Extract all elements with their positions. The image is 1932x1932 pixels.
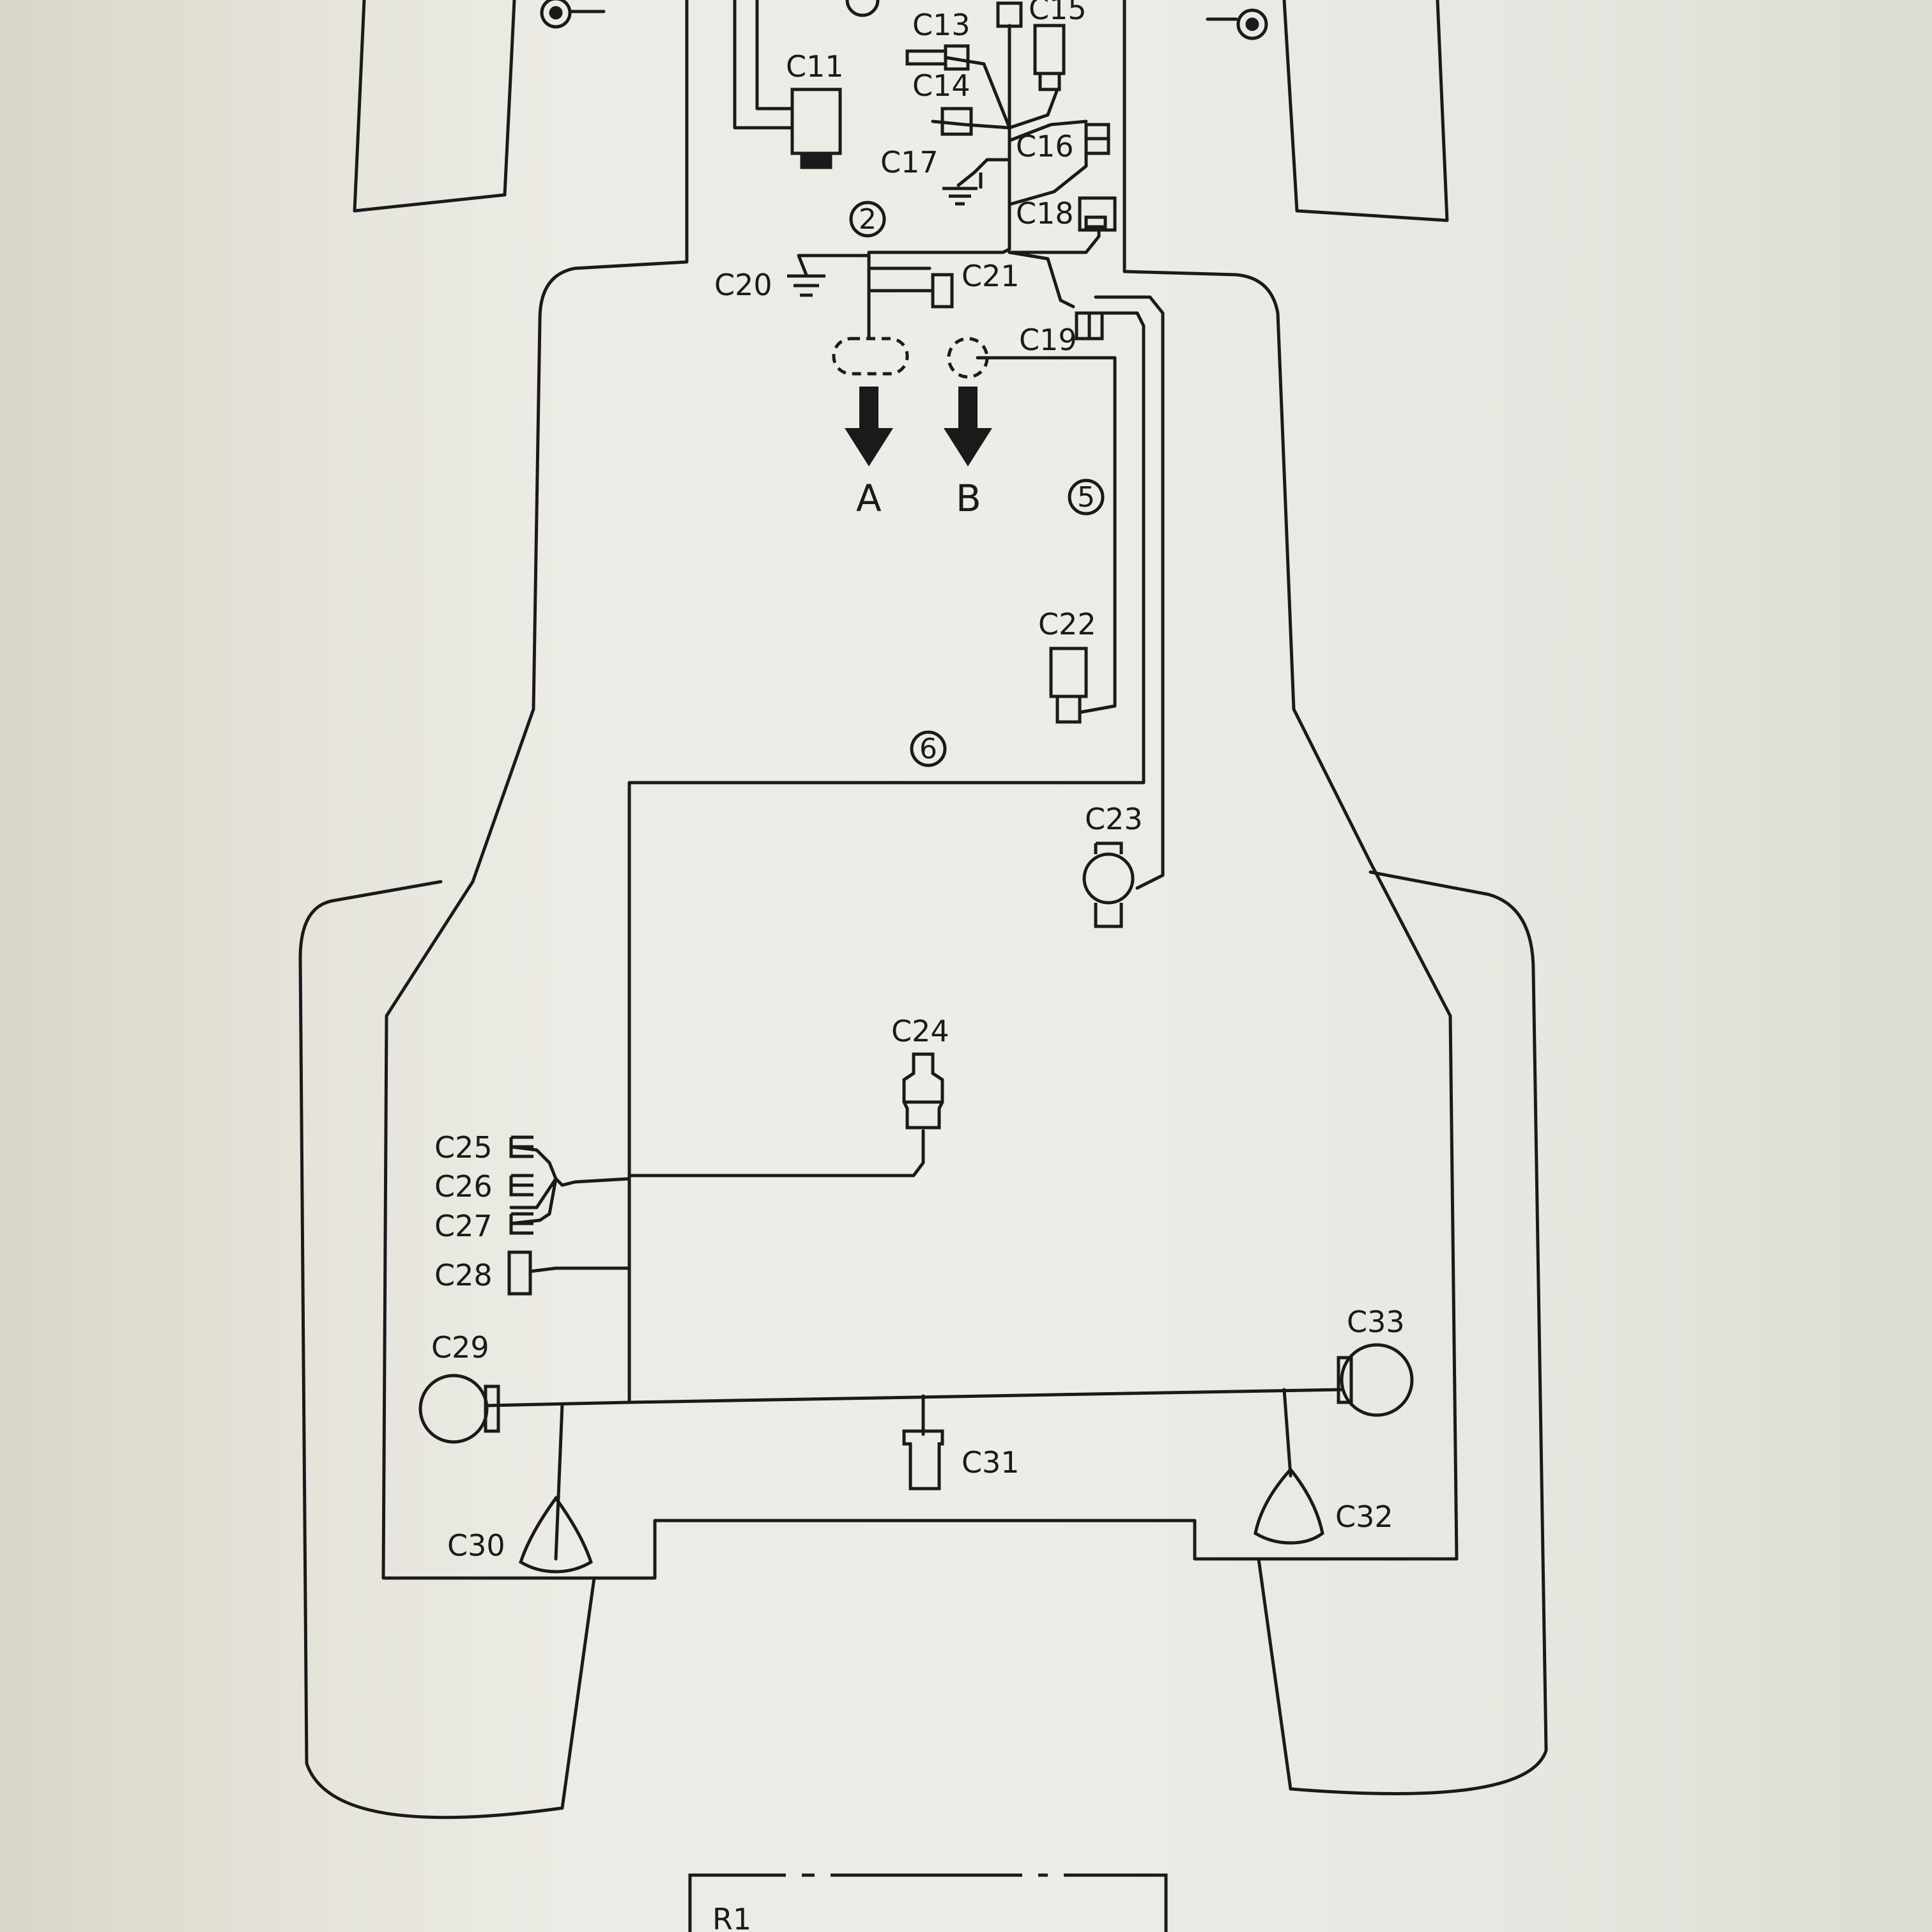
connector-a-dashed bbox=[832, 337, 909, 376]
label-c27: C27 bbox=[434, 1209, 493, 1243]
component-c23 bbox=[1082, 852, 1135, 905]
label-c15: C15 bbox=[1029, 0, 1087, 26]
connector-c22 bbox=[1049, 647, 1088, 698]
connector-c16 bbox=[1084, 123, 1110, 155]
bulb-c24 bbox=[902, 1052, 944, 1130]
connector-c13 bbox=[905, 44, 970, 71]
lamp-c32 bbox=[1254, 1467, 1324, 1545]
label-c28: C28 bbox=[434, 1258, 493, 1292]
label-c13: C13 bbox=[912, 8, 970, 42]
footer-box-label: R1 bbox=[712, 1902, 751, 1932]
arrow-b-icon bbox=[944, 387, 992, 466]
label-c14: C14 bbox=[912, 68, 970, 103]
lamp-c29 bbox=[418, 1374, 489, 1444]
connector-c12-partial bbox=[996, 1, 1023, 28]
connector-c25 bbox=[509, 1135, 533, 1158]
label-c31: C31 bbox=[962, 1445, 1020, 1480]
connector-c18 bbox=[1078, 196, 1117, 232]
harness-6-circle bbox=[910, 730, 947, 767]
ground-c17 bbox=[942, 172, 983, 206]
label-c25: C25 bbox=[434, 1130, 493, 1165]
connector-c19 bbox=[1075, 311, 1104, 341]
rear-left-wheel bbox=[298, 880, 596, 1820]
front-right-wheel bbox=[1282, 0, 1449, 222]
front-left-hub-icon bbox=[540, 0, 572, 29]
label-c32: C32 bbox=[1335, 1499, 1393, 1534]
label-c19: C19 bbox=[1019, 323, 1077, 357]
label-c11: C11 bbox=[786, 49, 844, 84]
connector-c31 bbox=[902, 1429, 944, 1491]
footer-box-r1 bbox=[688, 1873, 1168, 1932]
label-c30: C30 bbox=[447, 1528, 505, 1563]
label-c21: C21 bbox=[962, 259, 1020, 293]
connector-c21 bbox=[931, 273, 954, 309]
harness-5-circle bbox=[1068, 479, 1105, 516]
connector-c14 bbox=[940, 107, 973, 136]
arrow-a-icon bbox=[845, 387, 893, 466]
label-c17: C17 bbox=[880, 145, 939, 180]
connector-b-dashed bbox=[947, 337, 989, 379]
connector-c28 bbox=[507, 1250, 532, 1296]
vehicle-body-outline bbox=[381, 0, 1459, 1580]
label-c23: C23 bbox=[1085, 802, 1143, 836]
front-right-hub-icon bbox=[1236, 8, 1268, 40]
arrow-a-label: A bbox=[856, 477, 882, 520]
label-c16: C16 bbox=[1016, 129, 1074, 164]
harness-6-number: 6 bbox=[919, 733, 937, 765]
label-c20: C20 bbox=[714, 268, 772, 302]
connector-c26 bbox=[509, 1174, 533, 1197]
harness-top-circle bbox=[845, 0, 880, 17]
front-left-wheel bbox=[353, 0, 516, 213]
harness-2-circle bbox=[849, 201, 886, 238]
connector-c11 bbox=[790, 88, 842, 155]
harness-2-number: 2 bbox=[859, 203, 877, 236]
harness-5-number: 5 bbox=[1077, 481, 1095, 514]
label-c29: C29 bbox=[431, 1330, 489, 1365]
label-c24: C24 bbox=[891, 1014, 949, 1048]
connector-c15 bbox=[1033, 24, 1066, 75]
arrow-b-label: B bbox=[956, 477, 981, 520]
label-c22: C22 bbox=[1038, 607, 1096, 641]
label-c26: C26 bbox=[434, 1169, 493, 1204]
rear-right-wheel bbox=[1257, 870, 1548, 1795]
connector-c27 bbox=[509, 1212, 533, 1235]
label-c18: C18 bbox=[1016, 196, 1074, 231]
lamp-c33 bbox=[1340, 1343, 1414, 1417]
ground-c20 bbox=[787, 255, 825, 297]
label-c33: C33 bbox=[1347, 1305, 1405, 1339]
lamp-c30 bbox=[518, 1495, 594, 1574]
